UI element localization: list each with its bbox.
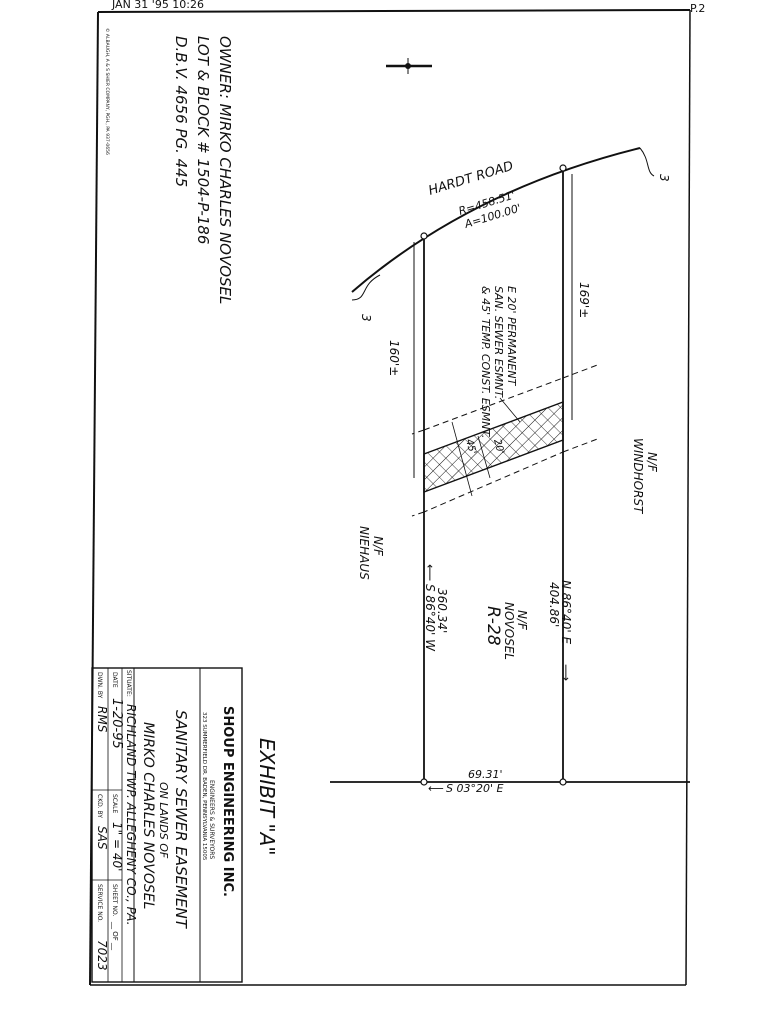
owner-line-3: D.B.V. 4656 PG. 445 xyxy=(172,36,190,187)
owner-line-1: OWNER: MIRKO CHARLES NOVOSEL xyxy=(216,36,234,304)
ckd-label: CKD. BY xyxy=(96,794,103,818)
south-line-bearing: S 86°40' W xyxy=(423,584,437,652)
easement-note-line-2: SAN. SEWER ESMNT. xyxy=(492,286,505,399)
situate-value: RICHLAND TWP. ALLEGHENY CO., PA. xyxy=(124,704,138,925)
company-address: 323 SUMMERFIELD DR. BADEN, PENNSYLVANIA … xyxy=(201,712,207,861)
dwn-value: RMS xyxy=(95,706,109,733)
callout-left-leader xyxy=(351,274,381,301)
parcel-south-name: NIEHAUS xyxy=(357,526,371,580)
parcel-south-nf: N/F xyxy=(371,536,385,557)
fax-header-right: P.2 xyxy=(690,2,705,15)
temp-easement-ext-lower xyxy=(562,437,601,453)
corner-pin-nw xyxy=(559,164,567,172)
width-20-dim xyxy=(477,435,491,479)
temp-easement-ext-left-lower xyxy=(411,511,425,517)
scale-label: SCALE xyxy=(111,794,118,813)
width-20-label: 20' xyxy=(491,438,506,456)
easement-note-leader xyxy=(499,397,521,423)
easement-note-line-3: & 45' TEMP. CONST. ESMNT. xyxy=(479,286,492,438)
hardt-road-curve xyxy=(351,147,641,293)
parcel-subject-name: NOVOSEL xyxy=(502,602,516,660)
corner-pin-se xyxy=(420,778,428,786)
on-lands-of: ON LANDS OF xyxy=(157,782,170,859)
south-line-dist: 360.34' xyxy=(435,588,449,633)
east-line-bearing: S 03°20' E xyxy=(446,782,503,795)
drawing-title: SANITARY SEWER EASEMENT xyxy=(172,710,190,930)
sheet-border-top xyxy=(97,9,691,13)
callout-left-mark: 3 xyxy=(359,314,373,322)
company-name: SHOUP ENGINEERING INC. xyxy=(220,706,235,897)
situate-label: SITUATE: xyxy=(125,670,132,697)
width-45-dim xyxy=(451,421,473,497)
dwn-label: DWN. BY xyxy=(96,672,103,699)
margin-note: © ALBAUGH, A & S SHIER COMPANY, PGH., PA… xyxy=(104,28,111,155)
south-line-arrow-icon: ⟵ xyxy=(423,564,437,581)
permanent-sewer-easement-crosshatch xyxy=(424,402,563,492)
sheet-value: __ OF __ xyxy=(111,921,119,950)
service-label: SERVICE NO. xyxy=(96,884,103,922)
north-line-bearing: N 86°40' E xyxy=(559,580,573,644)
sheet-border-right xyxy=(685,9,691,986)
width-45-label: 45' xyxy=(463,438,478,456)
north-line-dist: 404.86' xyxy=(547,582,561,627)
north-arrow-icon xyxy=(386,58,432,74)
callout-right-mark: 3 xyxy=(657,174,671,182)
parcel-subject-nf: N/F xyxy=(515,610,529,631)
service-value: 7023 xyxy=(95,940,109,971)
title-block xyxy=(91,667,243,983)
temp-easement-ext-upper xyxy=(562,363,601,379)
sheet-label: SHEET NO. xyxy=(111,884,118,916)
right-offset-label: 169'± xyxy=(577,282,591,318)
date-label: DATE xyxy=(111,672,118,688)
corner-pin-sw xyxy=(420,232,428,240)
ckd-value: SAS xyxy=(95,826,109,850)
parcel-north-nf: N/F xyxy=(645,452,659,473)
east-line-arrow-icon: ⟵ xyxy=(428,782,444,795)
parcel-subject-id: R-28 xyxy=(483,606,503,646)
fax-header-left: JAN 31 '95 10:26 xyxy=(111,0,204,11)
left-offset-label: 160'± xyxy=(387,340,401,376)
north-line-arrow-icon: ⟶ xyxy=(559,664,573,681)
east-line-dist: 69.31' xyxy=(468,768,503,781)
owner-line-2: LOT & BLOCK # 1504-P-186 xyxy=(194,36,212,244)
temp-easement-ext-left-upper xyxy=(411,429,425,435)
parcel-north-name: WINDHORST xyxy=(631,438,645,515)
corner-pin-ne xyxy=(559,778,567,786)
date-value: 1-20-95 xyxy=(109,698,124,749)
easement-note-line-1: E 20' PERMANENT xyxy=(505,286,518,387)
title-owner-name: MIRKO CHARLES NOVOSEL xyxy=(140,722,156,909)
scale-value: 1" = 40' xyxy=(110,822,124,871)
callout-right-leader xyxy=(639,147,655,177)
exhibit-label: EXHIBIT "A" xyxy=(255,738,279,856)
company-subtitle: ENGINEERS & SURVEYORS xyxy=(208,780,215,859)
